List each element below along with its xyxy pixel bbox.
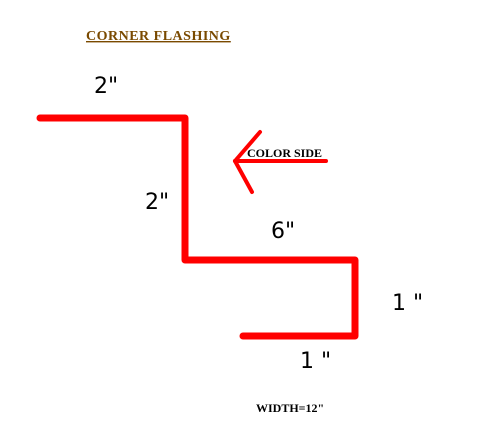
flashing-profile-line — [36, 114, 359, 340]
vertical-drop-dimension: 2" — [145, 190, 169, 215]
bottom-hem-dimension: 1 " — [300, 349, 331, 374]
color-side-label: COLOR SIDE — [247, 146, 322, 160]
middle-run-dimension: 6" — [271, 219, 295, 244]
color-side-arrow — [233, 130, 328, 194]
top-flange-dimension: 2" — [94, 74, 118, 99]
total-width-label: WIDTH=12" — [256, 401, 324, 415]
diagram-title: CORNER FLASHING — [86, 29, 231, 44]
right-return-dimension: 1 " — [392, 291, 423, 316]
